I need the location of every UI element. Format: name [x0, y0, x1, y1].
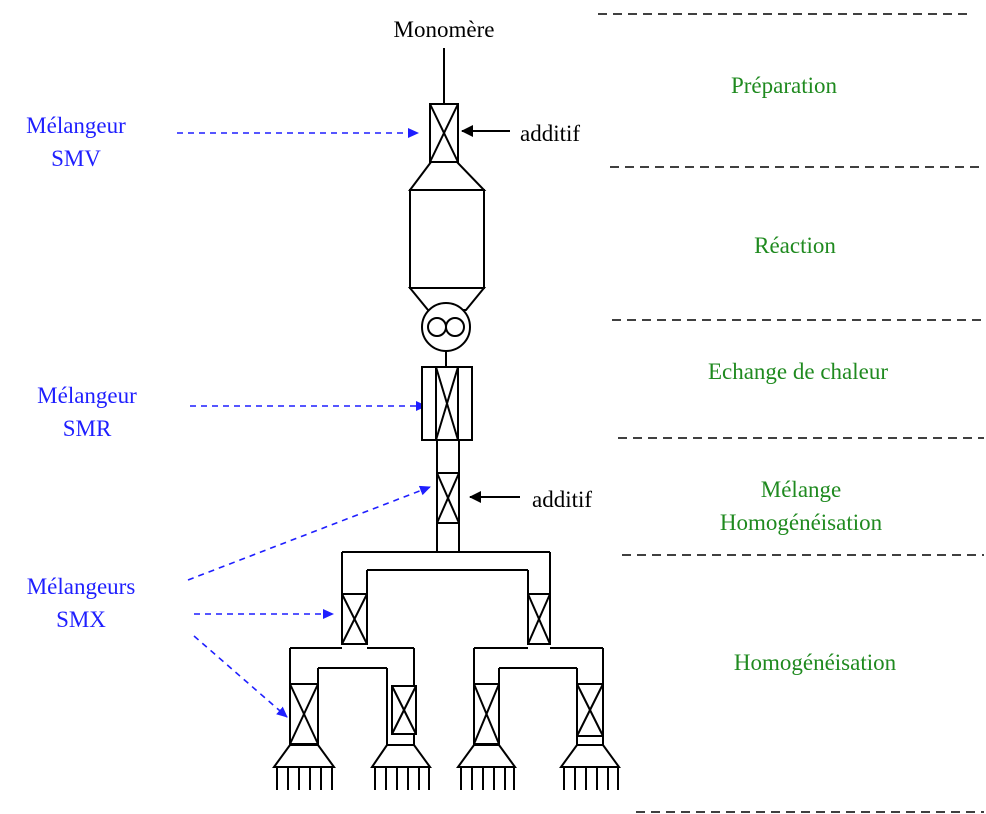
mixer-label-smv-line2: SMV: [51, 146, 101, 171]
smx-mixer-final-4: [576, 683, 604, 737]
monomer-label: Monomère: [394, 17, 495, 42]
stage-label-reaction: Réaction: [754, 233, 836, 258]
stage-label-homogenisation: Homogénéisation: [734, 650, 897, 675]
distribution-level-2: [289, 647, 604, 745]
reactor-vessel: [407, 161, 487, 311]
mixer-label-smr-line1: Mélangeur: [37, 383, 137, 408]
mixer-labels: Mélangeur SMV Mélangeur SMR Mélangeurs S…: [26, 113, 137, 632]
mixer-label-smr-line2: SMR: [63, 416, 112, 441]
arrow-smx-upper: [187, 485, 431, 581]
section-separators: [598, 13, 984, 813]
stage-labels: Préparation Réaction Echange de chaleur …: [708, 73, 897, 675]
mixer-label-smx-line1: Mélangeurs: [27, 574, 136, 599]
smv-mixer: [429, 103, 459, 163]
stage-label-preparation: Préparation: [731, 73, 838, 98]
arrow-smx-lower: [193, 635, 288, 718]
smx-mixer-main: [436, 439, 460, 553]
distribution-level-1: [341, 551, 551, 645]
outlet-nozzle-4: [559, 744, 621, 790]
stage-label-heat-exchange: Echange de chaleur: [708, 359, 888, 384]
smr-mixer: [421, 351, 473, 441]
stage-label-mixing: Mélange: [761, 477, 841, 502]
process-line: [272, 48, 621, 790]
smx-mixer-final-3: [473, 683, 500, 745]
additive-label-top: additif: [520, 121, 580, 146]
additive-inputs: additif additif: [461, 121, 592, 512]
additive-label-bottom: additif: [532, 487, 592, 512]
pump: [421, 302, 471, 352]
mixer-label-smx-line2: SMX: [56, 607, 106, 632]
outlet-nozzle-3: [456, 744, 517, 790]
smx-mixer-final-2: [391, 685, 417, 735]
smx-mixer-final-1: [289, 683, 319, 745]
outlet-nozzle-2: [370, 744, 432, 790]
mixer-pointer-arrows: [177, 128, 431, 718]
stage-label-homogenisation-mixing: Homogénéisation: [720, 510, 883, 535]
mixer-label-smv-line1: Mélangeur: [26, 113, 126, 138]
outlet-nozzle-1: [272, 744, 336, 790]
